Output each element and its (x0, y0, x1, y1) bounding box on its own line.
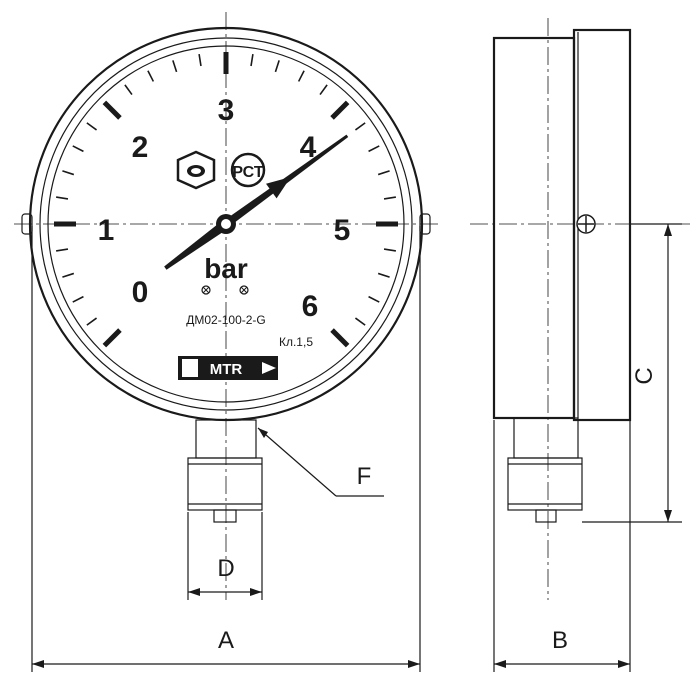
dim-f-arrow (258, 428, 268, 438)
gauge-pointer (164, 134, 349, 270)
minor-tick (86, 317, 98, 326)
adjust-screw-icon (201, 285, 249, 295)
dim-b-arrow-left (494, 660, 506, 668)
left-lug (21, 213, 33, 235)
case-inner-ring (39, 37, 413, 411)
minor-tick (377, 170, 390, 176)
model-label: ДМ02-100-2-G (186, 313, 266, 327)
brand-logo-icon: MTR (178, 356, 278, 380)
major-tick (330, 100, 350, 120)
minor-tick (354, 317, 366, 326)
front-view: 0 1 2 3 4 5 6 РСТ bar ДМ02-100-2 (14, 12, 438, 600)
dimension-lines: A D F B C (31, 223, 682, 672)
minor-tick (62, 272, 75, 278)
dial-number-6: 6 (302, 290, 319, 323)
rst-mark-icon: РСТ (230, 152, 266, 188)
minor-tick (377, 272, 390, 278)
dim-a-arrow-left (32, 660, 44, 668)
minor-tick (62, 170, 75, 176)
minor-tick (55, 196, 69, 200)
dimension-c-label: C (631, 367, 658, 384)
brand-label: MTR (210, 361, 243, 378)
dim-a-arrow-right (408, 660, 420, 668)
dim-d-arrow-left (188, 588, 200, 596)
dimension-d-label: D (217, 555, 234, 582)
accuracy-class-label: Кл.1,5 (279, 335, 313, 349)
side-bezel (572, 28, 632, 422)
side-fitting-hex (507, 457, 583, 511)
dimension-a-label: A (218, 627, 234, 654)
major-tick (102, 328, 122, 348)
minor-tick (86, 122, 98, 131)
dim-b-arrow-right (618, 660, 630, 668)
minor-tick (124, 84, 133, 96)
right-lug (419, 213, 431, 235)
pentagon-ex-icon (176, 150, 216, 190)
minor-tick (72, 145, 84, 153)
side-fitting-neck (513, 417, 579, 459)
minor-tick (319, 84, 328, 96)
side-view (470, 18, 690, 600)
dimension-b-label: B (552, 627, 568, 654)
major-tick (102, 100, 122, 120)
bottom-fitting (187, 419, 263, 523)
dial-number-4: 4 (300, 131, 317, 164)
dim-d-arrow-right (250, 588, 262, 596)
minor-tick (383, 248, 397, 252)
unit-label: bar (204, 253, 248, 284)
pointer-hub-center (221, 219, 231, 229)
minor-tick (368, 145, 380, 153)
minor-tick (383, 196, 397, 200)
dial-number-1: 1 (98, 214, 115, 247)
dimension-f-label: F (357, 463, 372, 490)
minor-tick (297, 70, 305, 82)
dial-number-3: 3 (218, 94, 235, 127)
minor-tick (72, 295, 84, 303)
dial-number-2: 2 (132, 131, 149, 164)
dim-f-leader (257, 427, 337, 497)
minor-tick (55, 248, 69, 252)
dim-c-arrow-top (664, 224, 672, 236)
major-tick (330, 328, 350, 348)
side-fitting-tip (535, 509, 557, 523)
side-screw-icon (576, 214, 596, 234)
scale-ticks (54, 52, 398, 348)
dial-number-5: 5 (334, 214, 351, 247)
minor-tick (198, 53, 202, 67)
minor-tick (354, 122, 366, 131)
certification-mark-text: РСТ (232, 164, 263, 181)
minor-tick (274, 60, 280, 73)
dim-c-arrow-bottom (664, 510, 672, 522)
minor-tick (147, 70, 155, 82)
minor-tick (368, 295, 380, 303)
minor-tick (250, 53, 254, 67)
side-case-back (492, 36, 576, 420)
minor-tick (172, 60, 178, 73)
dial-face (47, 45, 405, 403)
dial-number-0: 0 (132, 276, 149, 309)
